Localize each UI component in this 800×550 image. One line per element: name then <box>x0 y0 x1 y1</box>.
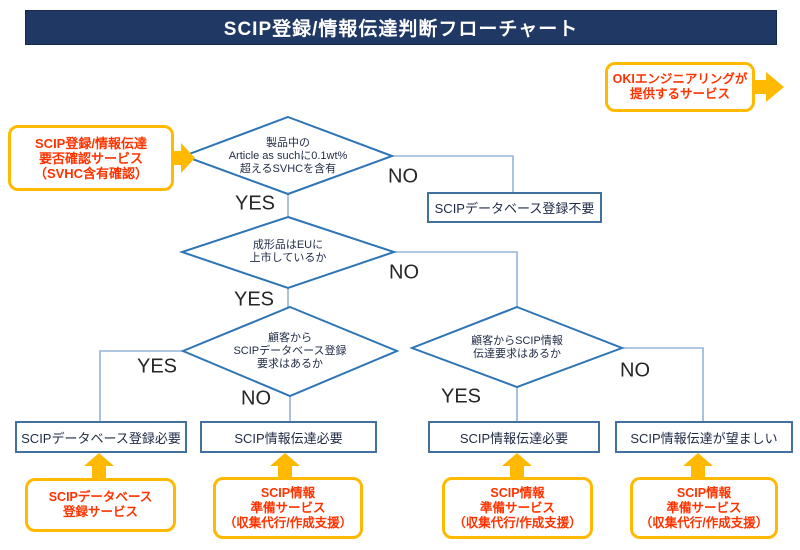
connector-lines <box>99 155 704 421</box>
service-register-callout: SCIPデータベース 登録サービス <box>25 478 176 532</box>
label-no-1: NO <box>388 165 418 188</box>
service-check-callout: SCIP登録/情報伝達 要否確認サービス （SVHC含有確認） <box>8 125 174 191</box>
connector-d3-yes <box>99 350 183 421</box>
connector-d2-no <box>394 251 518 307</box>
decision-svhc-content-text: 製品中の Article as suchに0.1wt% 超えるSVHCを含有 <box>228 136 348 175</box>
service-prepare-callout-3: SCIP情報 準備サービス （収集代行/作成支援） <box>630 477 778 539</box>
decision-info-transfer-request-text: 顧客からSCIP情報 伝達要求はあるか <box>471 335 563 360</box>
diamond-eu-market <box>178 215 398 290</box>
decision-db-registration-request-text: 顧客から SCIPデータベース登録 要求はあるか <box>233 331 347 370</box>
provider-legend-callout: OKIエンジニアリングが 提供するサービス <box>605 62 755 112</box>
connector-d4-no <box>622 347 704 421</box>
service-arrows <box>84 72 784 480</box>
label-yes-1: YES <box>234 192 276 215</box>
arrow-up-prepare-service-3-icon <box>683 453 713 480</box>
arrow-up-register-service-icon <box>84 453 114 480</box>
label-yes-3: YES <box>136 355 178 378</box>
arrow-up-prepare-service-2-icon <box>502 453 532 480</box>
result-db-registration-not-required: SCIPデータベース登録不要 <box>427 192 602 223</box>
diamond-info-transfer-request <box>409 305 625 389</box>
decision-eu-market-text: 成形品はEUに 上市しているか <box>249 239 327 264</box>
label-no-4: NO <box>620 359 650 382</box>
service-prepare-callout-1: SCIP情報 準備サービス （収集代行/作成支援） <box>213 477 363 539</box>
result-db-registration-required: SCIPデータベース登録必要 <box>15 421 187 453</box>
result-info-transfer-required-1: SCIP情報伝達必要 <box>200 421 377 453</box>
arrow-up-prepare-service-1-icon <box>270 453 300 480</box>
label-yes-2: YES <box>233 288 275 311</box>
label-yes-4: YES <box>440 385 482 408</box>
service-prepare-callout-2: SCIP情報 準備サービス （収集代行/作成支援） <box>442 477 593 539</box>
decision-diamonds <box>178 115 625 398</box>
result-info-transfer-desirable: SCIP情報伝達が望ましい <box>615 421 793 453</box>
label-no-2: NO <box>389 261 419 284</box>
label-no-3: NO <box>241 387 271 410</box>
diamond-db-registration-request <box>180 305 400 398</box>
arrow-right-check-service-icon <box>170 143 195 173</box>
diamond-svhc-content <box>181 115 395 196</box>
result-info-transfer-required-2: SCIP情報伝達必要 <box>428 421 600 453</box>
connector-d1-no <box>390 155 514 192</box>
page-title: SCIP登録/情報伝達判断フローチャート <box>25 10 777 45</box>
arrow-right-provider-legend-icon <box>755 72 784 102</box>
